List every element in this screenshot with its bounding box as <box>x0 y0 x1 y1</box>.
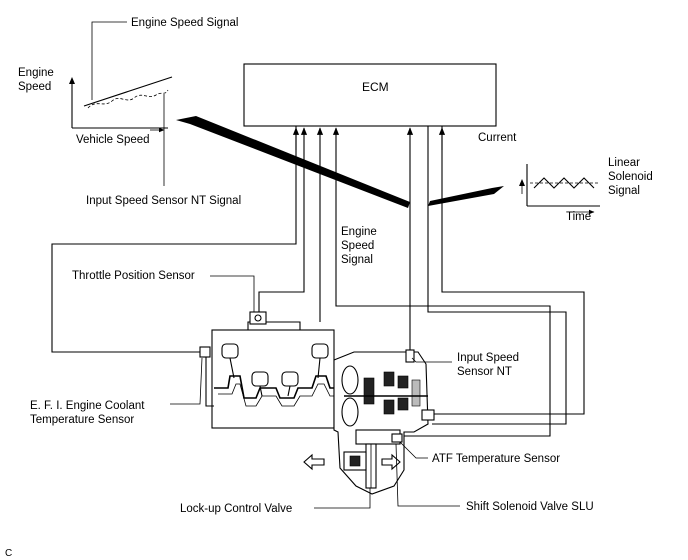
input-speed-dashed-curve <box>87 89 169 109</box>
wire-coolant <box>51 126 297 353</box>
efi-coolant-label-1: E. F. I. Engine Coolant <box>30 400 145 412</box>
current-label: Current <box>478 132 517 144</box>
gear-set-2 <box>397 375 409 389</box>
engine-speed-signal-leader <box>91 21 127 100</box>
coolant-sensor <box>199 346 211 358</box>
engine-axis-label-2: Speed <box>18 81 51 93</box>
engine-speed-graph <box>69 21 173 186</box>
piston-2 <box>251 371 269 387</box>
gear-set-3 <box>383 399 395 415</box>
slu-leader <box>395 443 460 507</box>
engine-speed-signal-label-1: Engine <box>341 226 377 238</box>
ecm-box <box>243 63 497 127</box>
linear-solenoid-label-3: Signal <box>608 185 640 197</box>
flow-arrow-left-icon <box>303 453 325 471</box>
rod-2 <box>259 385 263 397</box>
vehicle-speed-label: Vehicle Speed <box>76 134 150 146</box>
figure-code-label: C <box>5 548 12 559</box>
piston-4 <box>311 343 329 359</box>
linear-solenoid-graph <box>519 164 600 215</box>
arrow-to-engine-graph <box>176 116 410 208</box>
rod-3 <box>287 385 291 397</box>
input-speed-sensor-nt-label-2: Sensor NT <box>457 366 512 378</box>
efi-coolant-label-2: Temperature Sensor <box>30 414 134 426</box>
wire-atf <box>335 150 551 437</box>
engine-speed-signal-top-label: Engine Speed Signal <box>131 17 238 29</box>
rod-1 <box>229 357 235 379</box>
engine-block <box>199 311 346 429</box>
piston-3 <box>281 371 299 387</box>
flow-arrow-right-icon <box>381 453 401 471</box>
torque-converter-bottom <box>341 397 359 427</box>
wire-throttle <box>258 150 305 312</box>
throttle-valve <box>254 314 262 322</box>
input-speed-sensor-nt-label-1: Input Speed <box>457 352 519 364</box>
input-speed-sensor-nt-signal-label: Input Speed Sensor NT Signal <box>86 195 241 207</box>
crankshaft-inner <box>218 383 346 407</box>
ecm-label: ECM <box>362 80 389 94</box>
coolant-passage <box>205 357 214 407</box>
linear-triangle-wave <box>533 177 595 189</box>
throttle-leader <box>210 275 255 312</box>
rod-4 <box>317 357 321 379</box>
input-speed-leader <box>411 357 452 363</box>
atf-leader <box>399 441 428 459</box>
throttle-position-sensor-label: Throttle Position Sensor <box>72 270 195 282</box>
engine-speed-signal-label-3: Signal <box>341 254 373 266</box>
wiring <box>51 126 585 437</box>
engine-top-step <box>212 321 334 331</box>
lockup-leader <box>314 488 371 509</box>
coolant-leader <box>170 357 203 405</box>
engine-speed-line <box>83 76 173 107</box>
torque-converter-top <box>341 365 359 395</box>
arrow-to-linear-graph <box>428 186 504 206</box>
engine-axis-label-1: Engine <box>18 67 54 79</box>
linear-y-arrow-icon <box>519 179 525 186</box>
wire-slu <box>427 126 567 425</box>
linear-solenoid-label-2: Solenoid <box>608 171 653 183</box>
input-speed-sensor <box>405 349 415 363</box>
linear-solenoid-label-1: Linear <box>608 157 640 169</box>
crankshaft <box>214 375 346 399</box>
gear-set-1 <box>383 371 395 387</box>
lockup-control-valve-label: Lock-up Control Valve <box>180 503 292 515</box>
time-label: Time <box>566 211 591 223</box>
lockup-valve-inner <box>349 455 361 467</box>
graph-y-axis-arrow-icon <box>69 77 75 84</box>
engine-speed-signal-label-2: Speed <box>341 240 374 252</box>
clutch-pack <box>411 379 421 407</box>
piston-1 <box>221 343 239 359</box>
wire-solenoid-2 <box>434 126 585 415</box>
gear-set-4 <box>397 397 409 411</box>
transmission <box>303 349 435 495</box>
atf-temp-sensor <box>391 433 403 443</box>
slu-solenoid <box>421 409 435 421</box>
atf-temperature-sensor-label: ATF Temperature Sensor <box>432 453 560 465</box>
converter-core <box>363 377 375 405</box>
shift-solenoid-valve-slu-label: Shift Solenoid Valve SLU <box>466 501 594 513</box>
